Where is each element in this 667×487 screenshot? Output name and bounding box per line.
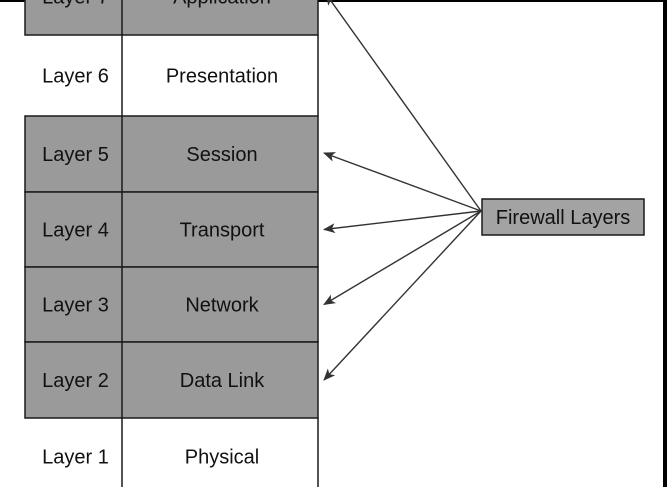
arrow-to-layer-4 [323,210,482,234]
layer-number-label: Layer 1 [42,447,109,469]
layer-row-application [24,0,319,36]
layer-number-label: Layer 2 [42,370,109,392]
arrow-to-layer-2 [323,210,482,381]
arrow-to-layer-3 [323,210,482,306]
layer-row-data-link [24,341,319,419]
layer-name-label: Data Link [180,370,265,392]
firewall-layers-label: Firewall Layers [496,207,630,229]
layer-row-transport [24,191,319,268]
layer-name-label: Physical [185,447,259,469]
layer-name-label: Network [185,295,259,317]
right-edge-border [663,0,667,487]
layer-name-label: Application [173,0,271,9]
layer-number-label: Layer 3 [42,295,109,317]
layer-name-label: Session [186,144,257,166]
layer-row-network [24,266,319,343]
arrow-to-layer-7 [325,0,482,212]
layer-name-label: Presentation [166,66,278,88]
arrow-to-layer-5 [323,152,482,212]
layer-number-label: Layer 5 [42,144,109,166]
layer-number-label: Layer 6 [42,66,109,88]
layer-number-label: Layer 4 [42,220,109,242]
firewall-layers-box [481,198,645,236]
layer-name-label: Transport [180,220,265,242]
layer-number-label: Layer 7 [42,0,109,9]
